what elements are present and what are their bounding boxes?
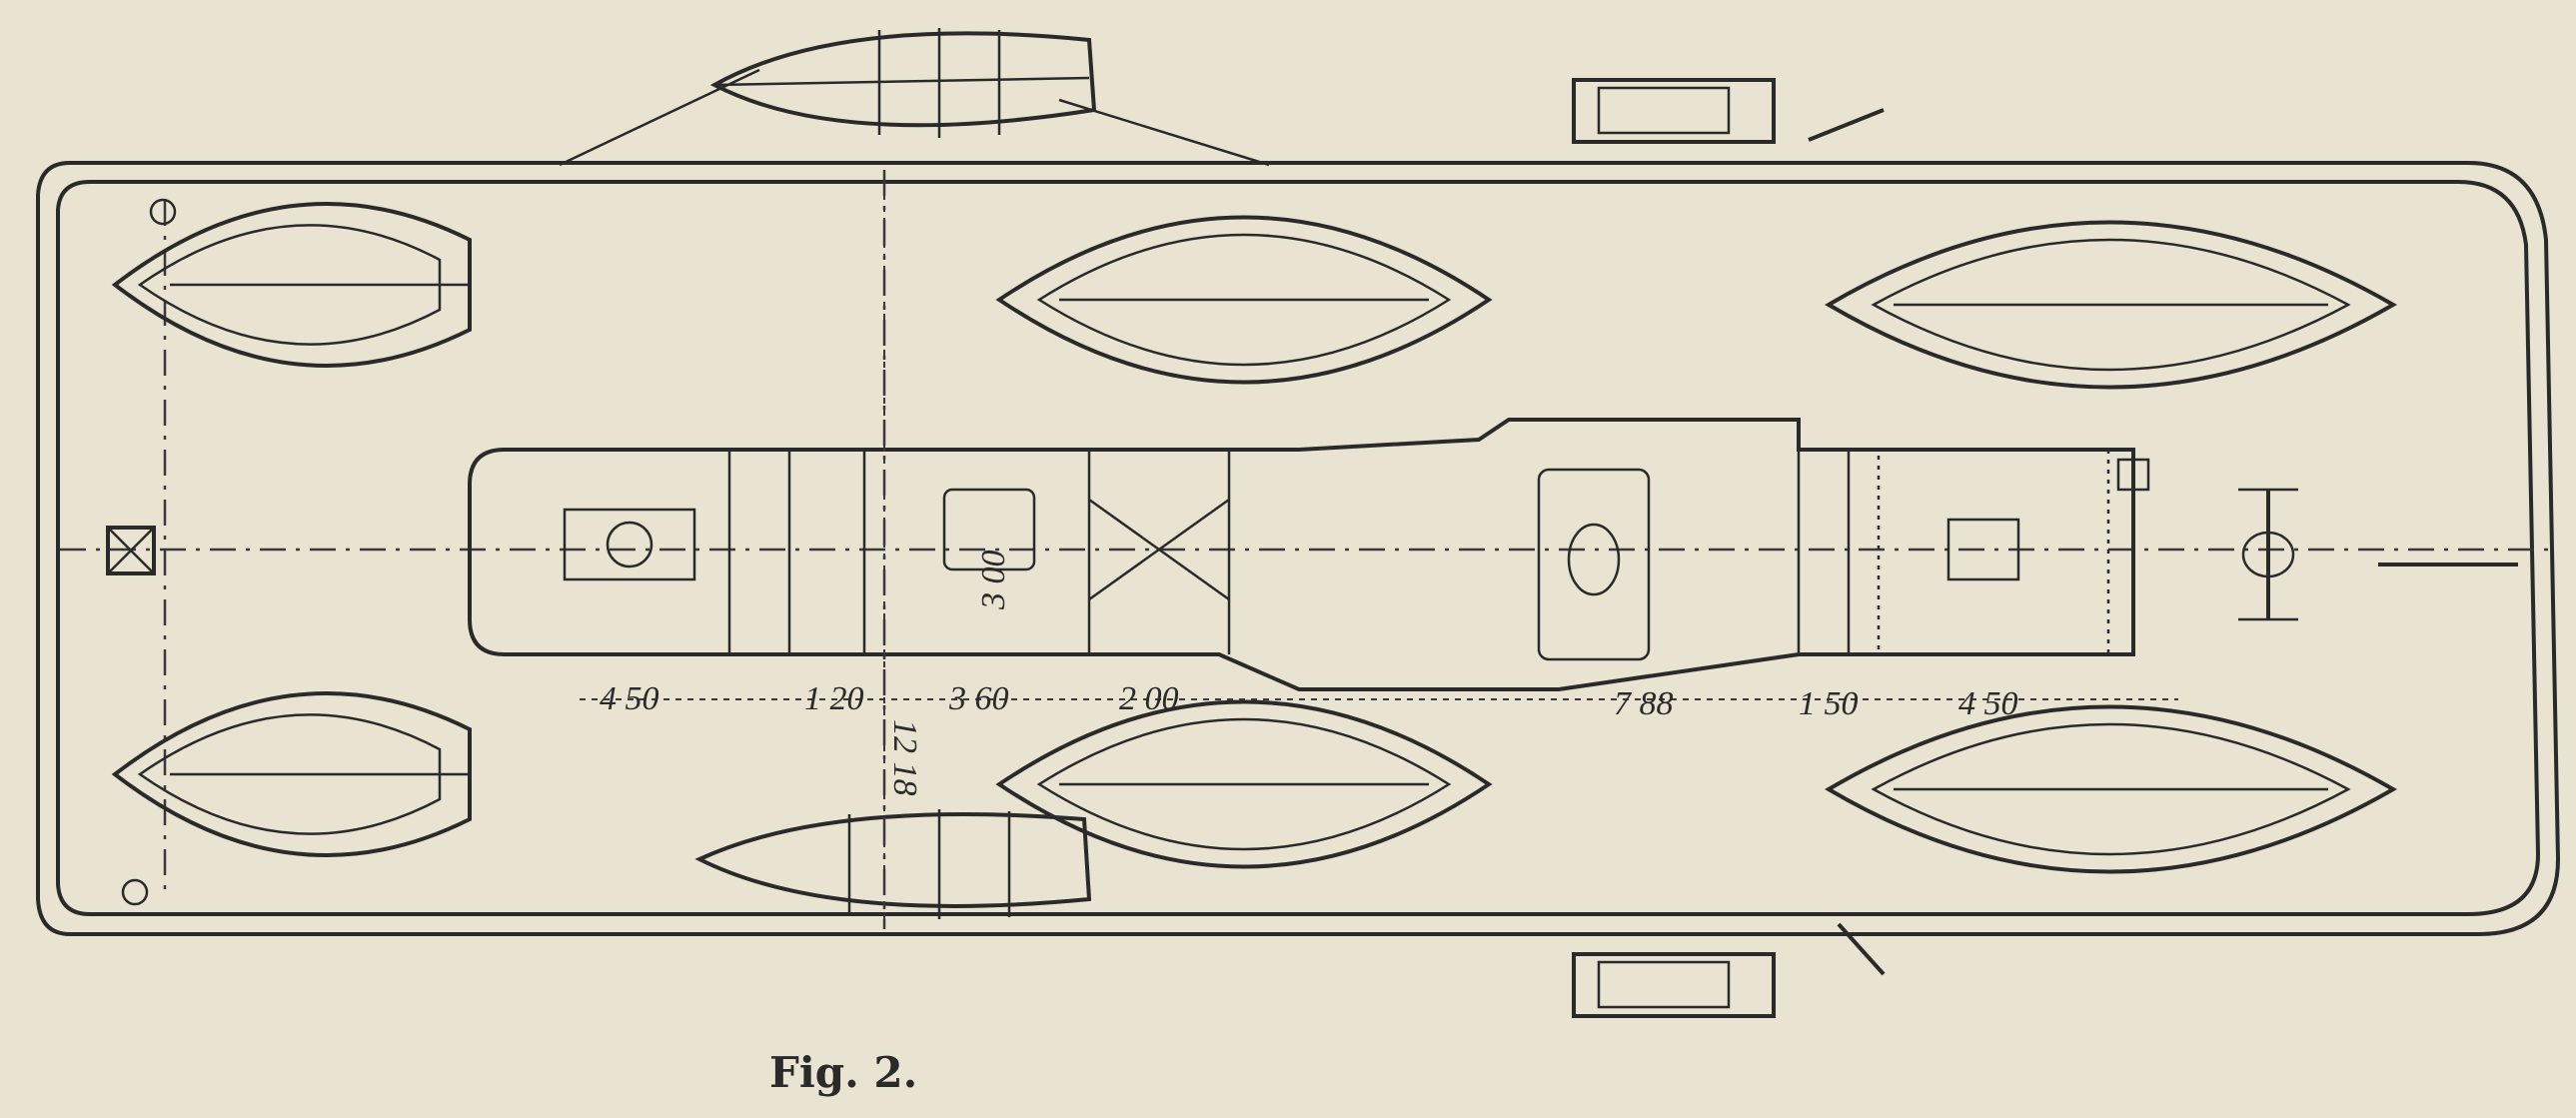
pontoon-bottom-right <box>1825 704 2397 874</box>
dim-label: 7 88 <box>1614 685 1674 722</box>
gangway-top <box>1572 78 1885 144</box>
pontoon-top-left <box>111 202 472 368</box>
dim-label: 4 50 <box>600 680 659 717</box>
gangway-bottom <box>1572 922 1886 1018</box>
dim-label: 4 50 <box>1958 685 2018 722</box>
lifeboat-top <box>559 28 1270 167</box>
figure-caption: Fig. 2. <box>769 1048 917 1097</box>
pontoon-bottom-left <box>111 691 472 857</box>
lifeboat-bottom <box>694 809 1092 919</box>
dim-label: 1 20 <box>804 680 864 717</box>
pontoon-top-middle <box>995 215 1493 385</box>
dim-label: 1 50 <box>1799 685 1859 722</box>
pontoon-bottom-middle <box>995 699 1493 869</box>
dim-label: 3 60 <box>948 680 1009 717</box>
beam-label: 12 18 <box>886 719 923 796</box>
anchor-winch <box>2238 488 2518 621</box>
hull-inner <box>56 180 2541 916</box>
pontoon-top-right <box>1825 220 2397 390</box>
stern-hatch <box>106 198 177 906</box>
dim-label: 2 00 <box>1119 680 1179 717</box>
deckhouse <box>468 418 2150 691</box>
hull-outer <box>36 161 2561 936</box>
house-width-label: 3 00 <box>975 551 1012 611</box>
